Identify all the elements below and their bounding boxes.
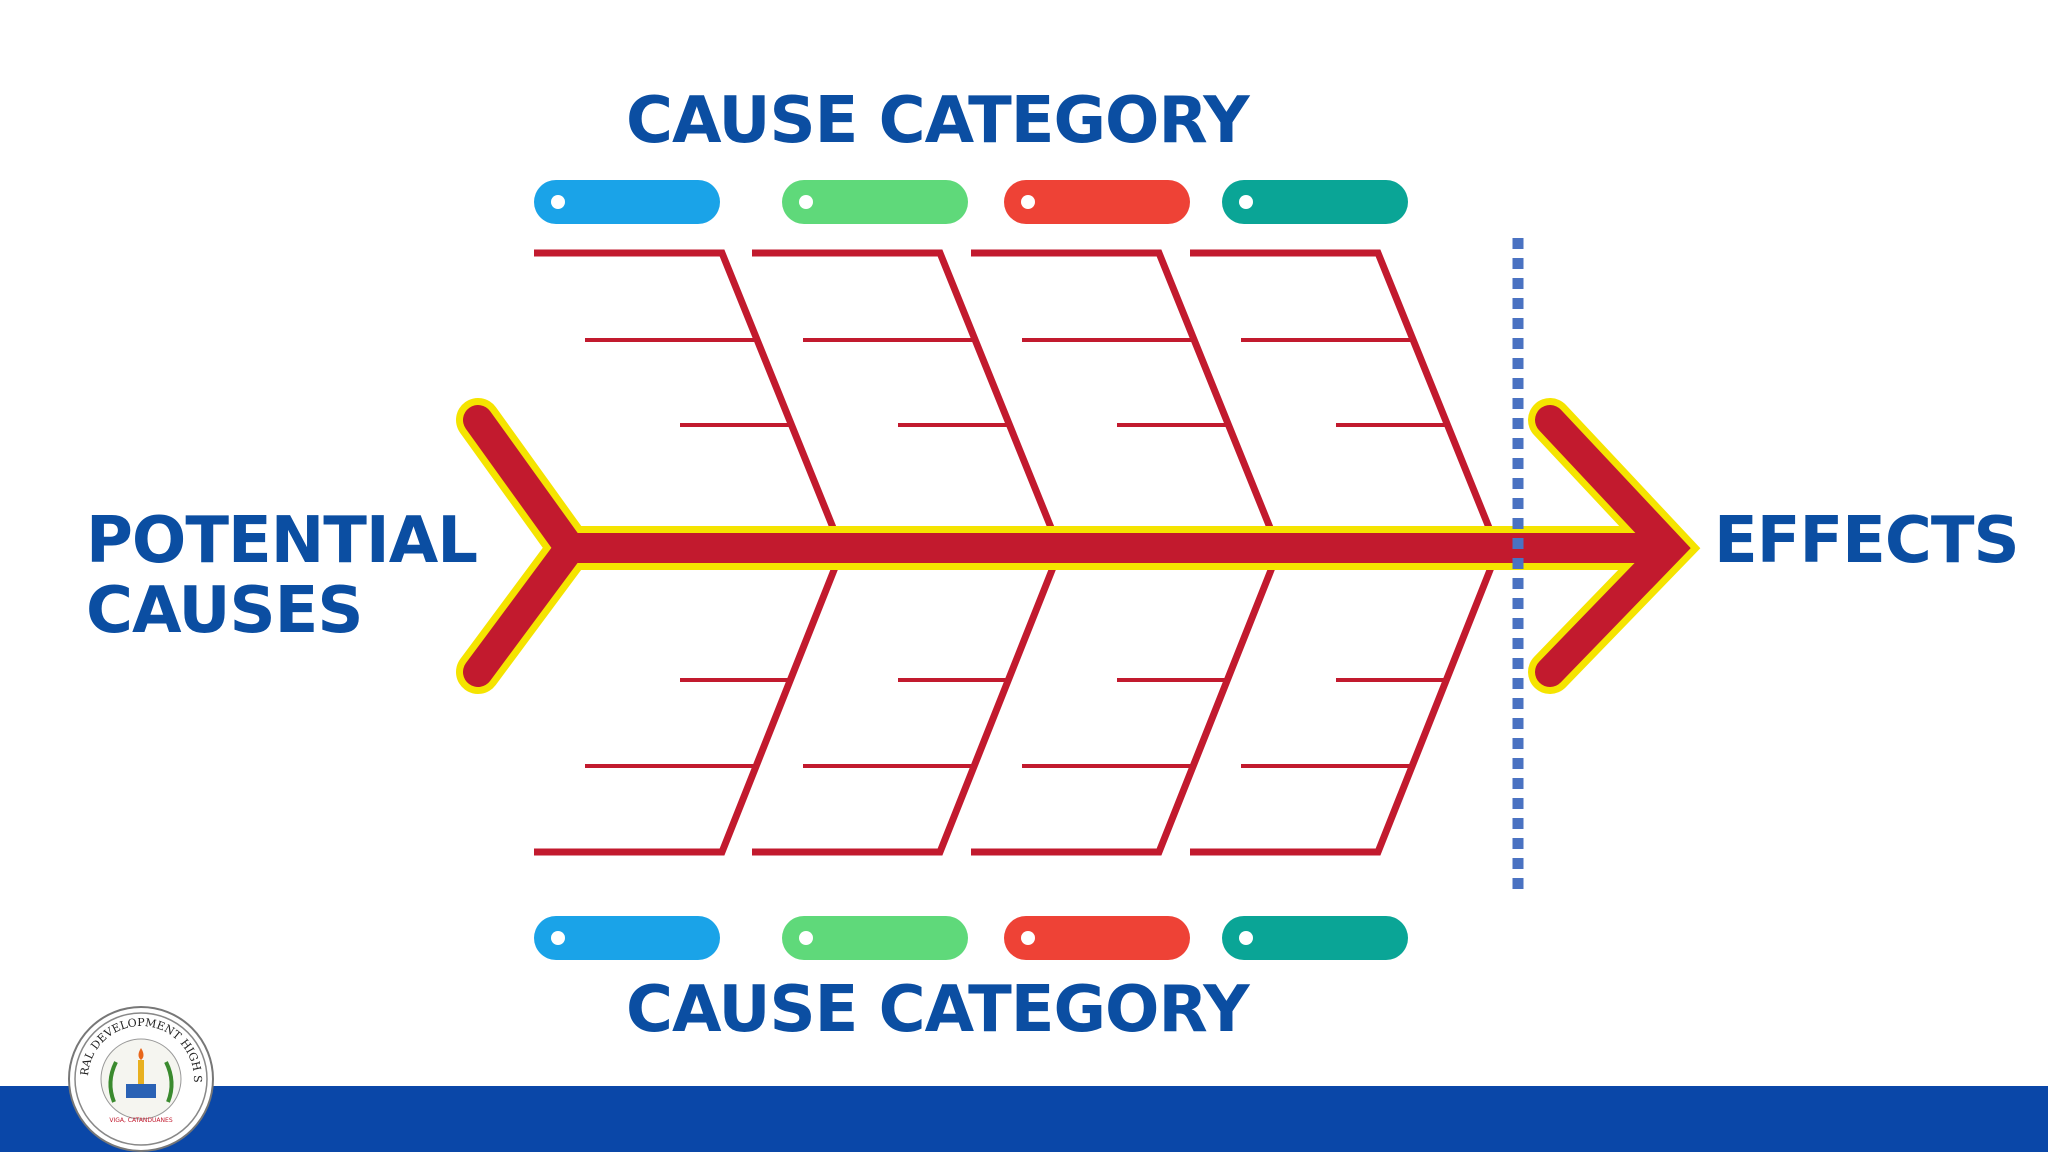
top-cause-category-heading: CAUSE CATEGORY [626, 84, 1250, 158]
bottom-cause-category-heading: CAUSE CATEGORY [626, 973, 1250, 1047]
category-pill-bottom-1 [534, 916, 720, 960]
fishbone-ribs [534, 249, 1498, 856]
top-category-pills [534, 180, 1408, 224]
upper-rib-1 [534, 249, 842, 542]
upper-rib-2 [752, 249, 1060, 542]
lower-rib-4 [1190, 558, 1498, 856]
upper-rib-3 [971, 249, 1279, 542]
effects-label: EFFECTS [1714, 504, 2020, 578]
category-pill-top-3 [1004, 180, 1190, 224]
lower-rib-2 [752, 558, 1060, 856]
seal-location-text: VIGA, CATANDUANES [109, 1117, 172, 1124]
school-seal-logo: VIGA RURAL DEVELOPMENT HIGH SCHOOL VIGA,… [66, 1004, 214, 1152]
category-pill-top-1 [534, 180, 720, 224]
arrow-head [1535, 405, 1691, 687]
fishbone-spine [456, 398, 1701, 694]
upper-rib-4 [1190, 249, 1498, 542]
category-pill-top-4 [1222, 180, 1408, 224]
category-pill-bottom-2 [782, 916, 968, 960]
lower-rib-1 [534, 558, 842, 856]
category-pill-top-2 [782, 180, 968, 224]
bottom-category-pills [534, 916, 1408, 960]
potential-causes-line1: POTENTIAL [86, 504, 478, 578]
category-pill-bottom-4 [1222, 916, 1408, 960]
lower-rib-3 [971, 558, 1279, 856]
potential-causes-label: POTENTIAL CAUSES [86, 504, 478, 648]
potential-causes-line2: CAUSES [86, 574, 363, 648]
category-pill-bottom-3 [1004, 916, 1190, 960]
footer-bar [0, 1086, 2048, 1152]
